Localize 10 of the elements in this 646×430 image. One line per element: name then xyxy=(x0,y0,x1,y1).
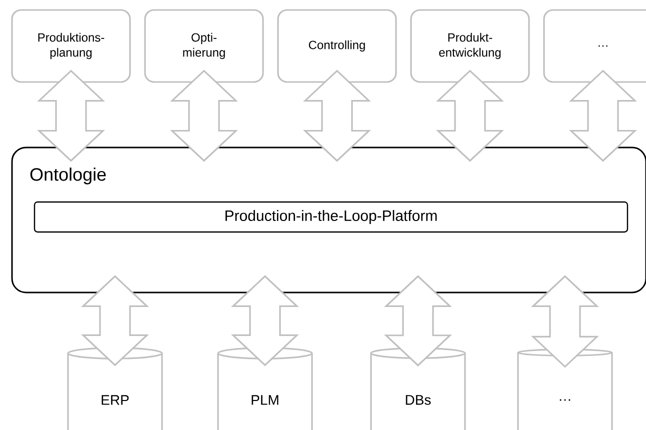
double-arrow xyxy=(530,275,600,368)
process-box: Produkt- entwicklung xyxy=(410,9,530,83)
process-box: Produktions- planung xyxy=(11,9,131,83)
double-arrow xyxy=(230,275,300,366)
double-arrow xyxy=(80,275,150,366)
double-arrow xyxy=(384,275,452,366)
platform-box: Production-in-the-Loop-Platform xyxy=(34,201,628,233)
process-box: Opti- mierung xyxy=(144,9,264,83)
process-box: … xyxy=(543,9,646,83)
process-box: Controlling xyxy=(277,9,397,83)
